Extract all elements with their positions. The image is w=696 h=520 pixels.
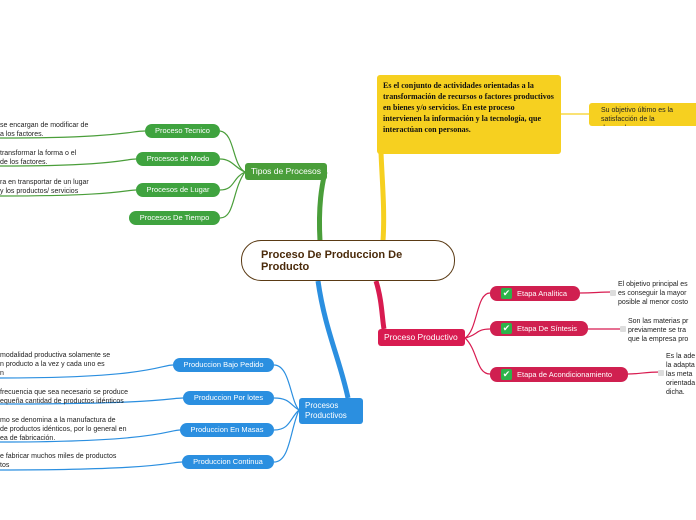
produccion-continua-label: Produccion Continua [193, 457, 263, 466]
definicion-node[interactable]: Es el conjunto de actividades orientadas… [377, 75, 561, 154]
procesos-de-lugar-label: Procesos de Lugar [146, 185, 210, 194]
note-icon [620, 326, 626, 332]
checkmark-icon: ✔ [501, 369, 512, 380]
text-line: n [0, 370, 4, 377]
procesos-productivos-node[interactable]: Procesos Productivos [299, 398, 363, 424]
text-line: Son las materias pr [628, 318, 689, 325]
text-line: de los factores. [0, 159, 48, 166]
produccion-por-lotes-text[interactable]: frecuencia que sea necesario se produce … [0, 388, 128, 406]
text-line: la adapta [666, 362, 695, 369]
text-line: que la empresa pro [628, 336, 689, 343]
central-topic[interactable]: Proceso De Produccion De Producto [241, 240, 455, 281]
note-icon [658, 370, 664, 376]
produccion-en-masas-label: Produccion En Masas [190, 425, 264, 434]
text-line: equeña cantidad de productos idénticos [0, 398, 124, 405]
procesos-de-lugar-node[interactable]: Procesos de Lugar [136, 183, 220, 197]
procesos-de-modo-node[interactable]: Procesos de Modo [136, 152, 220, 166]
procesos-productivos-label: Productivos [305, 411, 347, 420]
text-line: previamente se tra [628, 327, 686, 334]
produccion-continua-node[interactable]: Produccion Continua [182, 455, 274, 469]
text-line: se encargan de modificar de [0, 122, 89, 129]
text-line: ea de fabricación. [0, 435, 56, 442]
proceso-tecnico-node[interactable]: Proceso Tecnico [145, 124, 220, 138]
text-line: Es la ade [666, 353, 696, 360]
procesos-productivos-label: Procesos [305, 401, 339, 410]
etapa-de-acondicionamiento-node[interactable]: ✔ Etapa de Acondicionamiento [490, 367, 628, 382]
checkmark-icon: ✔ [501, 323, 512, 334]
etapa-analitica-node[interactable]: ✔ Etapa Analítica [490, 286, 580, 301]
procesos-de-modo-label: Procesos de Modo [146, 154, 210, 163]
text-line: es conseguir la mayor [618, 290, 687, 297]
text-line: mo se denomina a la manufactura de [0, 417, 116, 424]
etapa-de-sintesis-node[interactable]: ✔ Etapa De Síntesis [490, 321, 588, 336]
text-line: n producto a la vez y cada uno es [0, 361, 105, 368]
text-line: y los productos/ servicios [0, 188, 79, 195]
text-line: posible al menor costo [618, 299, 689, 306]
produccion-bajo-pedido-label: Produccion Bajo Pedido [183, 360, 264, 369]
proceso-tecnico-text[interactable]: se encargan de modificar de a los factor… [0, 121, 88, 139]
objetivo-note-text: Su objetivo último es la satisfacción de… [601, 107, 673, 126]
text-line: frecuencia que sea necesario se produce [0, 389, 129, 396]
text-line: ra en transportar de un lugar [0, 179, 89, 186]
text-line: modalidad productiva solamente se [0, 352, 111, 359]
note-icon [610, 290, 616, 296]
definicion-text: Es el conjunto de actividades orientadas… [383, 81, 554, 134]
text-line: orientada [666, 380, 696, 387]
produccion-continua-text[interactable]: e fabricar muchos miles de productos tos [0, 452, 116, 470]
procesos-de-tiempo-label: Procesos De Tiempo [139, 213, 210, 222]
checkmark-icon: ✔ [501, 288, 512, 299]
proceso-productivo-node[interactable]: Proceso Productivo [378, 329, 465, 346]
tipos-de-procesos-label: Tipos de Procesos [250, 166, 322, 176]
produccion-bajo-pedido-node[interactable]: Produccion Bajo Pedido [173, 358, 274, 372]
text-line: las meta [666, 371, 693, 378]
produccion-en-masas-node[interactable]: Produccion En Masas [180, 423, 274, 437]
etapa-de-acondicionamiento-text[interactable]: Es la ade la adapta las meta orientada d… [666, 352, 695, 397]
etapa-de-sintesis-text[interactable]: Son las materias pr previamente se tra q… [628, 317, 688, 344]
produccion-por-lotes-label: Produccion Por lotes [193, 393, 264, 402]
text-line: El objetivo principal es [618, 281, 688, 288]
etapa-analitica-label: Etapa Analítica [517, 289, 568, 298]
text-line: de productos idénticos, por lo general e… [0, 426, 127, 433]
procesos-de-lugar-text[interactable]: ra en transportar de un lugar y los prod… [0, 178, 89, 196]
proceso-tecnico-label: Proceso Tecnico [155, 126, 210, 135]
procesos-de-modo-text[interactable]: transformar la forma o el de los factore… [0, 149, 76, 167]
text-line: dicha. [666, 389, 685, 396]
procesos-de-tiempo-node[interactable]: Procesos De Tiempo [129, 211, 220, 225]
etapa-de-acondicionamiento-label: Etapa de Acondicionamiento [517, 370, 613, 379]
text-line: a los factores. [0, 131, 44, 138]
etapa-analitica-text[interactable]: El objetivo principal es es conseguir la… [618, 280, 688, 307]
objetivo-note[interactable]: Su objetivo último es la satisfacción de… [589, 103, 696, 126]
text-line: e fabricar muchos miles de productos [0, 453, 117, 460]
proceso-productivo-label: Proceso Productivo [384, 332, 458, 342]
central-topic-title: Proceso De Produccion De Producto [261, 249, 403, 273]
etapa-de-sintesis-label: Etapa De Síntesis [517, 324, 578, 333]
text-line: transformar la forma o el [0, 150, 77, 157]
text-line: tos [0, 462, 10, 469]
produccion-por-lotes-node[interactable]: Produccion Por lotes [183, 391, 274, 405]
produccion-bajo-pedido-text[interactable]: modalidad productiva solamente se n prod… [0, 351, 110, 378]
tipos-de-procesos-node[interactable]: Tipos de Procesos [245, 163, 327, 180]
produccion-en-masas-text[interactable]: mo se denomina a la manufactura de de pr… [0, 416, 126, 443]
